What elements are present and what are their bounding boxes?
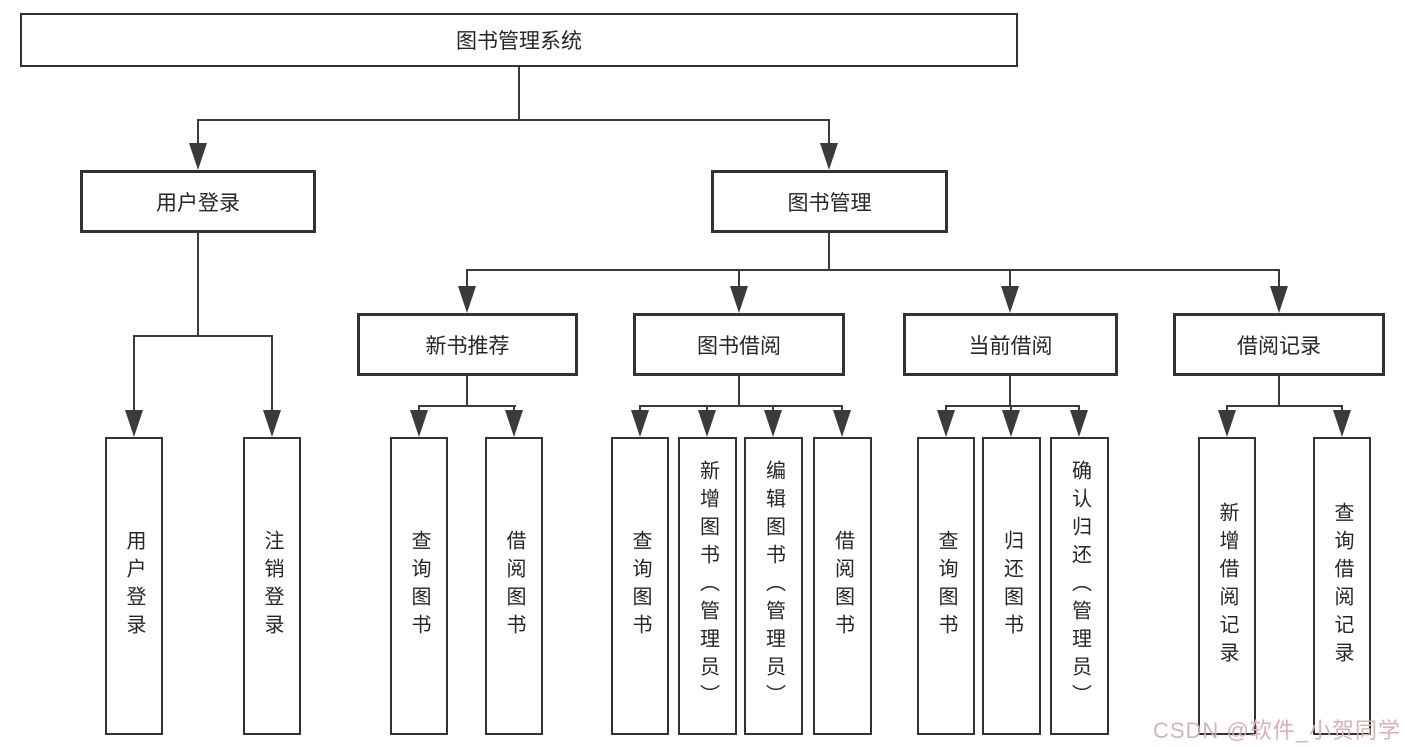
connector-line <box>466 376 468 407</box>
node-label: 新增借阅记录 <box>1216 502 1238 670</box>
arrow-down-icon <box>410 410 428 437</box>
node-user-login: 用户登录 <box>80 170 316 233</box>
node-label: 图书管理 <box>787 191 872 215</box>
node-label: 查询图书 <box>935 530 957 642</box>
node-label: 图书管理系统 <box>456 30 582 53</box>
node-label: 查询图书 <box>408 530 430 642</box>
connector-line <box>738 269 740 289</box>
node-label: 用户登录 <box>156 191 240 215</box>
connector-line <box>1278 376 1280 407</box>
connector-line <box>706 405 708 413</box>
node-leaf-query-books: 查询图书 <box>611 437 669 735</box>
arrow-down-icon <box>698 410 716 437</box>
node-leaf-borrow-books: 借阅图书 <box>813 437 872 735</box>
connector-line <box>197 233 199 337</box>
arrow-down-icon <box>1333 410 1351 437</box>
connector-line <box>197 119 199 147</box>
node-leaf-add-borrow-record: 新增借阅记录 <box>1198 437 1256 735</box>
node-label: 查询借阅记录 <box>1331 502 1353 670</box>
node-leaf-user-login: 用户登录 <box>105 437 163 735</box>
arrow-down-icon <box>764 410 782 437</box>
connector-line <box>418 405 420 413</box>
node-leaf-query-books: 查询图书 <box>917 437 975 735</box>
node-leaf-borrow-books: 借阅图书 <box>485 437 543 735</box>
connector-line <box>466 269 468 289</box>
arrow-down-icon <box>189 143 207 170</box>
arrow-down-icon <box>125 410 143 437</box>
connector-line <box>945 405 1080 407</box>
node-label: 归还图书 <box>1000 530 1023 642</box>
arrow-down-icon <box>1218 410 1236 437</box>
node-label: 新书推荐 <box>425 334 510 358</box>
connector-line <box>738 376 740 407</box>
arrow-down-icon <box>1002 410 1020 437</box>
connector-line <box>828 119 830 147</box>
node-label: 注销登录 <box>261 530 283 642</box>
connector-line <box>841 405 843 413</box>
connector-line <box>133 335 135 413</box>
arrow-down-icon <box>1001 286 1019 313</box>
arrow-down-icon <box>1070 410 1088 437</box>
connector-line <box>466 269 1280 271</box>
connector-line <box>197 119 830 121</box>
node-new-book-recommend: 新书推荐 <box>357 313 578 376</box>
connector-line <box>1341 405 1343 413</box>
connector-line <box>1010 405 1012 413</box>
node-leaf-add-books-admin: 新增图书（管理员） <box>678 437 737 735</box>
node-book-management: 图书管理 <box>711 170 948 233</box>
connector-line <box>828 233 830 271</box>
connector-line <box>639 405 843 407</box>
arrow-down-icon <box>833 410 851 437</box>
node-leaf-query-borrow-record: 查询借阅记录 <box>1313 437 1371 735</box>
node-leaf-query-books: 查询图书 <box>390 437 448 735</box>
connector-line <box>513 405 515 413</box>
connector-line <box>772 405 774 413</box>
connector-line <box>639 405 641 413</box>
connector-line <box>418 405 516 407</box>
connector-line <box>271 335 273 413</box>
connector-line <box>1009 376 1011 407</box>
node-label: 图书借阅 <box>697 334 781 358</box>
node-label: 新增图书（管理员） <box>696 460 719 712</box>
connector-line <box>1278 269 1280 289</box>
arrow-down-icon <box>263 410 281 437</box>
arrow-down-icon <box>1270 286 1288 313</box>
node-borrowing-records: 借阅记录 <box>1173 313 1385 376</box>
connector-line <box>1226 405 1228 413</box>
arrow-down-icon <box>730 286 748 313</box>
node-label: 借阅图书 <box>503 530 525 642</box>
connector-line <box>518 67 520 120</box>
connector-line <box>945 405 947 413</box>
node-book-borrowing: 图书借阅 <box>633 313 845 376</box>
node-current-borrowing: 当前借阅 <box>903 313 1118 376</box>
node-library-management-system: 图书管理系统 <box>20 13 1018 67</box>
node-leaf-logout: 注销登录 <box>243 437 301 735</box>
node-label: 查询图书 <box>629 530 651 642</box>
connector-line <box>133 335 273 337</box>
node-label: 确认归还（管理员） <box>1068 460 1091 712</box>
node-label: 借阅图书 <box>831 530 854 642</box>
watermark: CSDN @软件_小贺同学 <box>1152 718 1401 743</box>
node-leaf-edit-books-admin: 编辑图书（管理员） <box>744 437 803 735</box>
connector-line <box>1226 405 1343 407</box>
node-leaf-return-books: 归还图书 <box>982 437 1041 735</box>
connector-line <box>1009 269 1011 289</box>
node-leaf-confirm-return-admin: 确认归还（管理员） <box>1050 437 1109 735</box>
connector-line <box>1078 405 1080 413</box>
arrow-down-icon <box>458 286 476 313</box>
node-label: 用户登录 <box>123 530 145 642</box>
arrow-down-icon <box>631 410 649 437</box>
arrow-down-icon <box>820 143 838 170</box>
node-label: 当前借阅 <box>968 334 1053 358</box>
arrow-down-icon <box>505 410 523 437</box>
node-label: 编辑图书（管理员） <box>762 460 785 712</box>
arrow-down-icon <box>937 410 955 437</box>
node-label: 借阅记录 <box>1237 334 1321 358</box>
